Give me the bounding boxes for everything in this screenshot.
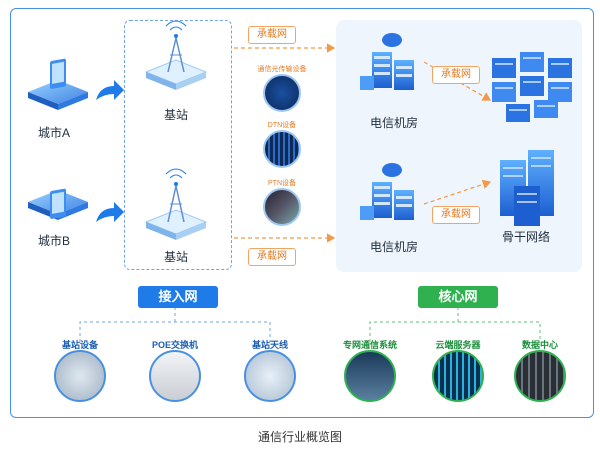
carrier-network-core-top-tag: 承载网 [432,66,480,84]
city-a-phone-icon [28,58,88,110]
optical-transmission-device-icon [263,74,301,112]
access-item-label-2: POE交换机 [151,340,198,350]
arrow-city-b [96,202,124,222]
carrier-network-bottom-tag: 承载网 [248,248,296,266]
core-item-label-2: 云端服务器 [435,340,481,350]
city-a-label: 城市A [38,126,71,140]
city-b-label: 城市B [38,234,71,248]
telecom-room-bottom-label: 电信机房 [370,240,419,254]
access-network-badge: 接入网 [138,286,218,308]
telecom-room-top-label: 电信机房 [370,116,419,130]
base-station-equipment-icon [54,350,106,402]
base-station-antenna-icon [244,350,296,402]
server-cluster-icon [492,52,572,122]
core-item-label-1: 专网通信系统 [342,340,397,350]
access-network-region [124,20,232,270]
core-items-connector [369,321,541,342]
cloud-server-icon [432,350,484,402]
arrow-city-a [96,80,124,100]
base-station-bottom-icon [144,168,208,240]
data-center-icon [514,350,566,402]
base-station-bottom-label: 基站 [164,250,189,264]
carrier-network-top-tag: 承载网 [248,26,296,44]
access-item-label-1: 基站设备 [61,340,98,350]
city-b-phone-icon [28,188,88,220]
telecom-room-bottom-icon [360,163,414,220]
core-item-label-3: 数据中心 [521,340,558,350]
backbone-towers-icon [500,150,554,226]
poe-switch-icon [149,350,201,402]
diagram-caption: 通信行业概览图 [257,430,342,444]
telecom-room-top-icon [360,33,414,90]
base-station-top-label: 基站 [164,108,189,122]
access-item-label-3: 基站天线 [251,340,288,350]
core-network-badge: 核心网 [418,286,498,308]
carrier-network-core-bottom-tag: 承载网 [432,206,480,224]
device-1-label: 通信光传输设备 [257,66,307,73]
device-2-label: DTN设备 [267,122,297,129]
base-station-top-icon [144,20,208,90]
ptn-device-icon [263,188,301,226]
private-network-system-icon [344,350,396,402]
backbone-label: 骨干网络 [502,230,551,244]
dtn-device-icon [263,130,301,168]
device-3-label: PTN设备 [268,180,296,187]
